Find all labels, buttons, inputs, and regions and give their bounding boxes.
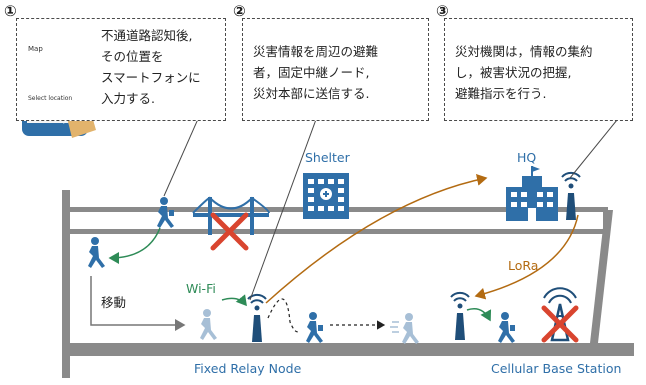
collapsed-bridge-icon [192,196,270,251]
callout-step-3: 災対機関は，情報の集約 し，被害状況の把握, 避難指示を行う. [444,18,633,121]
evacuee-right-walking-icon [498,312,515,343]
step-1-line-3: スマートフォンに [101,70,201,85]
wifi-label: Wi-Fi [186,281,216,296]
arrow-move [90,276,186,331]
evacuee-left-walking-icon [88,237,105,268]
phone-select-label: Select location [28,95,73,102]
evacuee-faded-icon [402,313,419,344]
step-1-line-4: 入力する. [101,91,155,106]
evacuee-before-move-icon [200,309,217,340]
road-left-vertical [62,190,70,378]
evacuee-relay-walking-icon [306,312,323,343]
hq-label: HQ [517,150,537,165]
arrows [90,173,579,333]
phone-map-label: Map [28,45,43,53]
move-label: 移動 [101,295,127,310]
step-3-line-3: 避難指示を行う. [455,86,547,101]
arrow-top-to-left-person [108,227,161,264]
cellular-label: Cellular Base Station [491,361,622,376]
callout-step-1: 不通道路認知後, その位置を スマートフォンに 入力する. [16,18,226,121]
step-3-line-1: 災対機関は，情報の集約 [455,44,593,59]
evacuee-top-walking-icon [157,197,174,228]
step-3-number: ③ [436,2,449,20]
hq-building-icon [506,166,558,221]
road-bottom [66,343,634,356]
callout-step-2: 災害情報を周辺の避難 者，固定中継ノード, 災対本部に送信する. [242,18,429,121]
step-2-line-1: 災害情報を周辺の避難 [253,44,379,59]
hq-antenna-icon [561,171,581,220]
step-3-line-2: し，被害状況の把握, [455,65,572,80]
arrow-lora [474,214,579,300]
relay-antenna-2-icon [450,291,470,340]
step-1-number: ① [4,2,17,20]
callout-pointers [163,113,618,301]
shelter-building-icon [303,173,349,219]
step-1-line-2: その位置を [101,49,164,64]
road-right-diagonal [590,210,613,343]
arrow-antenna-to-person [466,308,492,322]
step-1-line-1: 不通道路認知後, [101,28,193,43]
fixed-relay-label: Fixed Relay Node [194,361,302,376]
step-2-number: ② [233,2,246,20]
step-2-line-3: 災対本部に送信する. [253,86,370,101]
shelter-label: Shelter [305,150,350,165]
step-2-line-2: 者，固定中継ノード, [253,65,370,80]
cellular-tower-icon [541,287,579,343]
arrow-relay-to-hq [265,173,488,304]
lora-label: LoRa [508,258,539,273]
arrow-wifi [221,294,247,307]
fixed-relay-antenna-icon [247,293,267,342]
motion-lines [390,321,399,333]
arrow-dashed-relay [267,298,301,333]
